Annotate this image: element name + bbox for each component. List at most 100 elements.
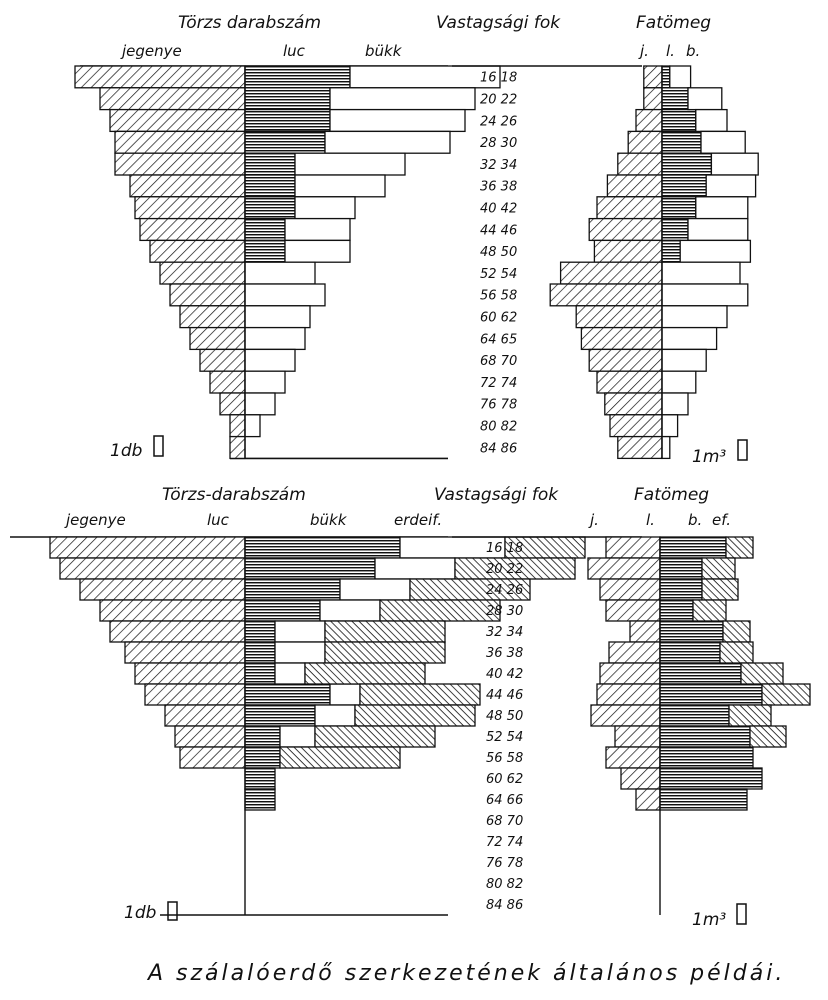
panel-2-label-ef: ef. [712,511,731,529]
diameter-label-row-5: 32 34 [486,625,523,640]
volume-bar-4-row-9 [728,704,772,727]
count-bar-3-row-7 [294,196,356,220]
volume-bar-1-row-1 [643,65,663,89]
volume-bar-1-row-9 [593,239,663,263]
count-bar-1-row-13 [189,326,246,351]
count-bar-4-row-7 [304,662,426,685]
diameter-label-row-8: 44 46 [480,223,517,238]
count-bar-1-row-12 [179,305,246,329]
panel-2-label-b: b. [688,511,702,529]
diameter-label-row-14: 68 70 [486,814,523,829]
count-bar-3-row-1 [349,65,501,89]
count-bar-2-row-4 [244,599,321,622]
count-bar-1-row-5 [114,152,246,176]
diameter-label-row-1: 16 18 [486,541,523,556]
diameter-label-row-2: 20 22 [480,93,517,108]
panel-1-count-header: Törzs darabszám [178,13,321,33]
volume-bar-2-row-6 [659,641,721,664]
count-bar-2-row-11 [244,746,281,769]
panel-2-header: Törzs-darabszám Vastagsági fok Fatömeg j… [64,485,731,529]
panel-1-label-j: j. [638,42,649,60]
count-bar-2-row-3 [244,108,331,133]
volume-bar-4-row-2 [701,557,736,580]
volume-bar-1-row-2 [643,87,663,111]
count-bar-3-row-8 [284,217,351,242]
panel-2-diameter-header: Vastagsági fok [434,485,559,505]
volume-bar-2-row-7 [659,662,742,685]
count-bar-2-row-6 [244,174,296,198]
panel-2-count-pyramid [10,536,586,916]
count-bar-3-row-10 [244,261,316,285]
volume-bar-1-row-5 [617,152,663,176]
count-bar-4-row-6 [324,641,446,664]
diameter-label-row-16: 76 78 [480,398,517,413]
count-bar-2-row-12 [244,767,276,790]
panel-1-label-bukk: bükk [365,42,403,60]
count-bar-1-row-8 [144,683,246,706]
panel-2-label-l: l. [646,511,655,529]
volume-bar-3-row-16 [661,392,689,416]
panel-2-volume-header: Fatömeg [634,485,709,505]
count-bar-3-row-16 [244,392,276,416]
volume-bar-1-row-4 [627,130,663,154]
panel-2-label-j: j. [588,511,599,529]
diameter-label-row-9: 48 50 [486,709,523,724]
panel-1-count-unit: 1db [110,441,142,461]
count-bar-3-row-12 [244,305,311,329]
panel-1-diameter-header: Vastagsági fok [436,13,561,33]
panel-1-label-l: l. [666,42,675,60]
volume-bar-1-row-10 [559,261,663,285]
count-bar-3-row-7 [274,662,306,685]
volume-bar-3-row-6 [705,174,757,198]
count-bar-4-row-11 [279,746,401,769]
volume-bar-1-row-10 [614,725,661,748]
panel-2-label-jegenye: jegenye [64,511,126,529]
volume-bar-3-row-2 [687,87,723,111]
volume-bar-3-row-15 [661,370,697,394]
diameter-label-row-17: 80 82 [486,877,523,892]
count-bar-3-row-13 [244,326,306,351]
count-bar-4-row-8 [359,683,481,706]
count-bar-1-row-4 [114,130,246,154]
volume-bar-3-row-17 [661,414,679,438]
count-bar-4-row-5 [324,620,446,643]
diameter-label-row-6: 36 38 [480,180,517,195]
volume-bar-3-row-12 [661,305,728,329]
volume-bar-1-row-7 [599,662,661,685]
count-bar-3-row-5 [294,152,406,176]
count-bar-1-row-16 [219,392,246,416]
diameter-label-row-3: 24 26 [480,114,517,129]
count-bar-1-row-8 [139,217,246,242]
count-bar-1-row-7 [134,662,246,685]
volume-bar-4-row-10 [749,725,787,748]
volume-bar-3-row-7 [695,196,749,220]
volume-bar-4-row-4 [692,599,727,622]
diameter-label-row-5: 32 34 [480,158,517,173]
volume-bar-3-row-5 [710,152,759,176]
volume-bar-1-row-8 [596,683,661,706]
volume-bar-1-row-3 [635,108,663,133]
panel-1-volume-header: Fatömeg [636,13,711,33]
count-bar-4-row-4 [379,599,501,622]
count-bar-3-row-17 [244,414,261,438]
panel-2-label-luc: luc [207,511,230,529]
volume-bar-4-row-3 [701,578,739,601]
count-bar-1-row-15 [209,370,246,394]
volume-bar-1-row-11 [605,746,661,769]
diameter-label-row-13: 64 66 [486,793,523,808]
volume-bar-2-row-7 [661,196,697,220]
volume-bar-1-row-13 [580,326,663,351]
volume-bar-2-row-9 [661,239,681,263]
figure-caption: A szálalóerdő szerkezetének általános pé… [146,961,785,986]
count-bar-1-row-2 [59,557,246,580]
panel-1-volume-unit-box [737,439,748,461]
volume-bar-3-row-9 [679,239,752,263]
count-bar-2-row-7 [244,196,296,220]
diameter-label-row-14: 68 70 [480,354,517,369]
volume-bar-1-row-12 [620,767,661,790]
count-bar-1-row-10 [159,261,246,285]
volume-bar-1-row-14 [588,348,663,372]
